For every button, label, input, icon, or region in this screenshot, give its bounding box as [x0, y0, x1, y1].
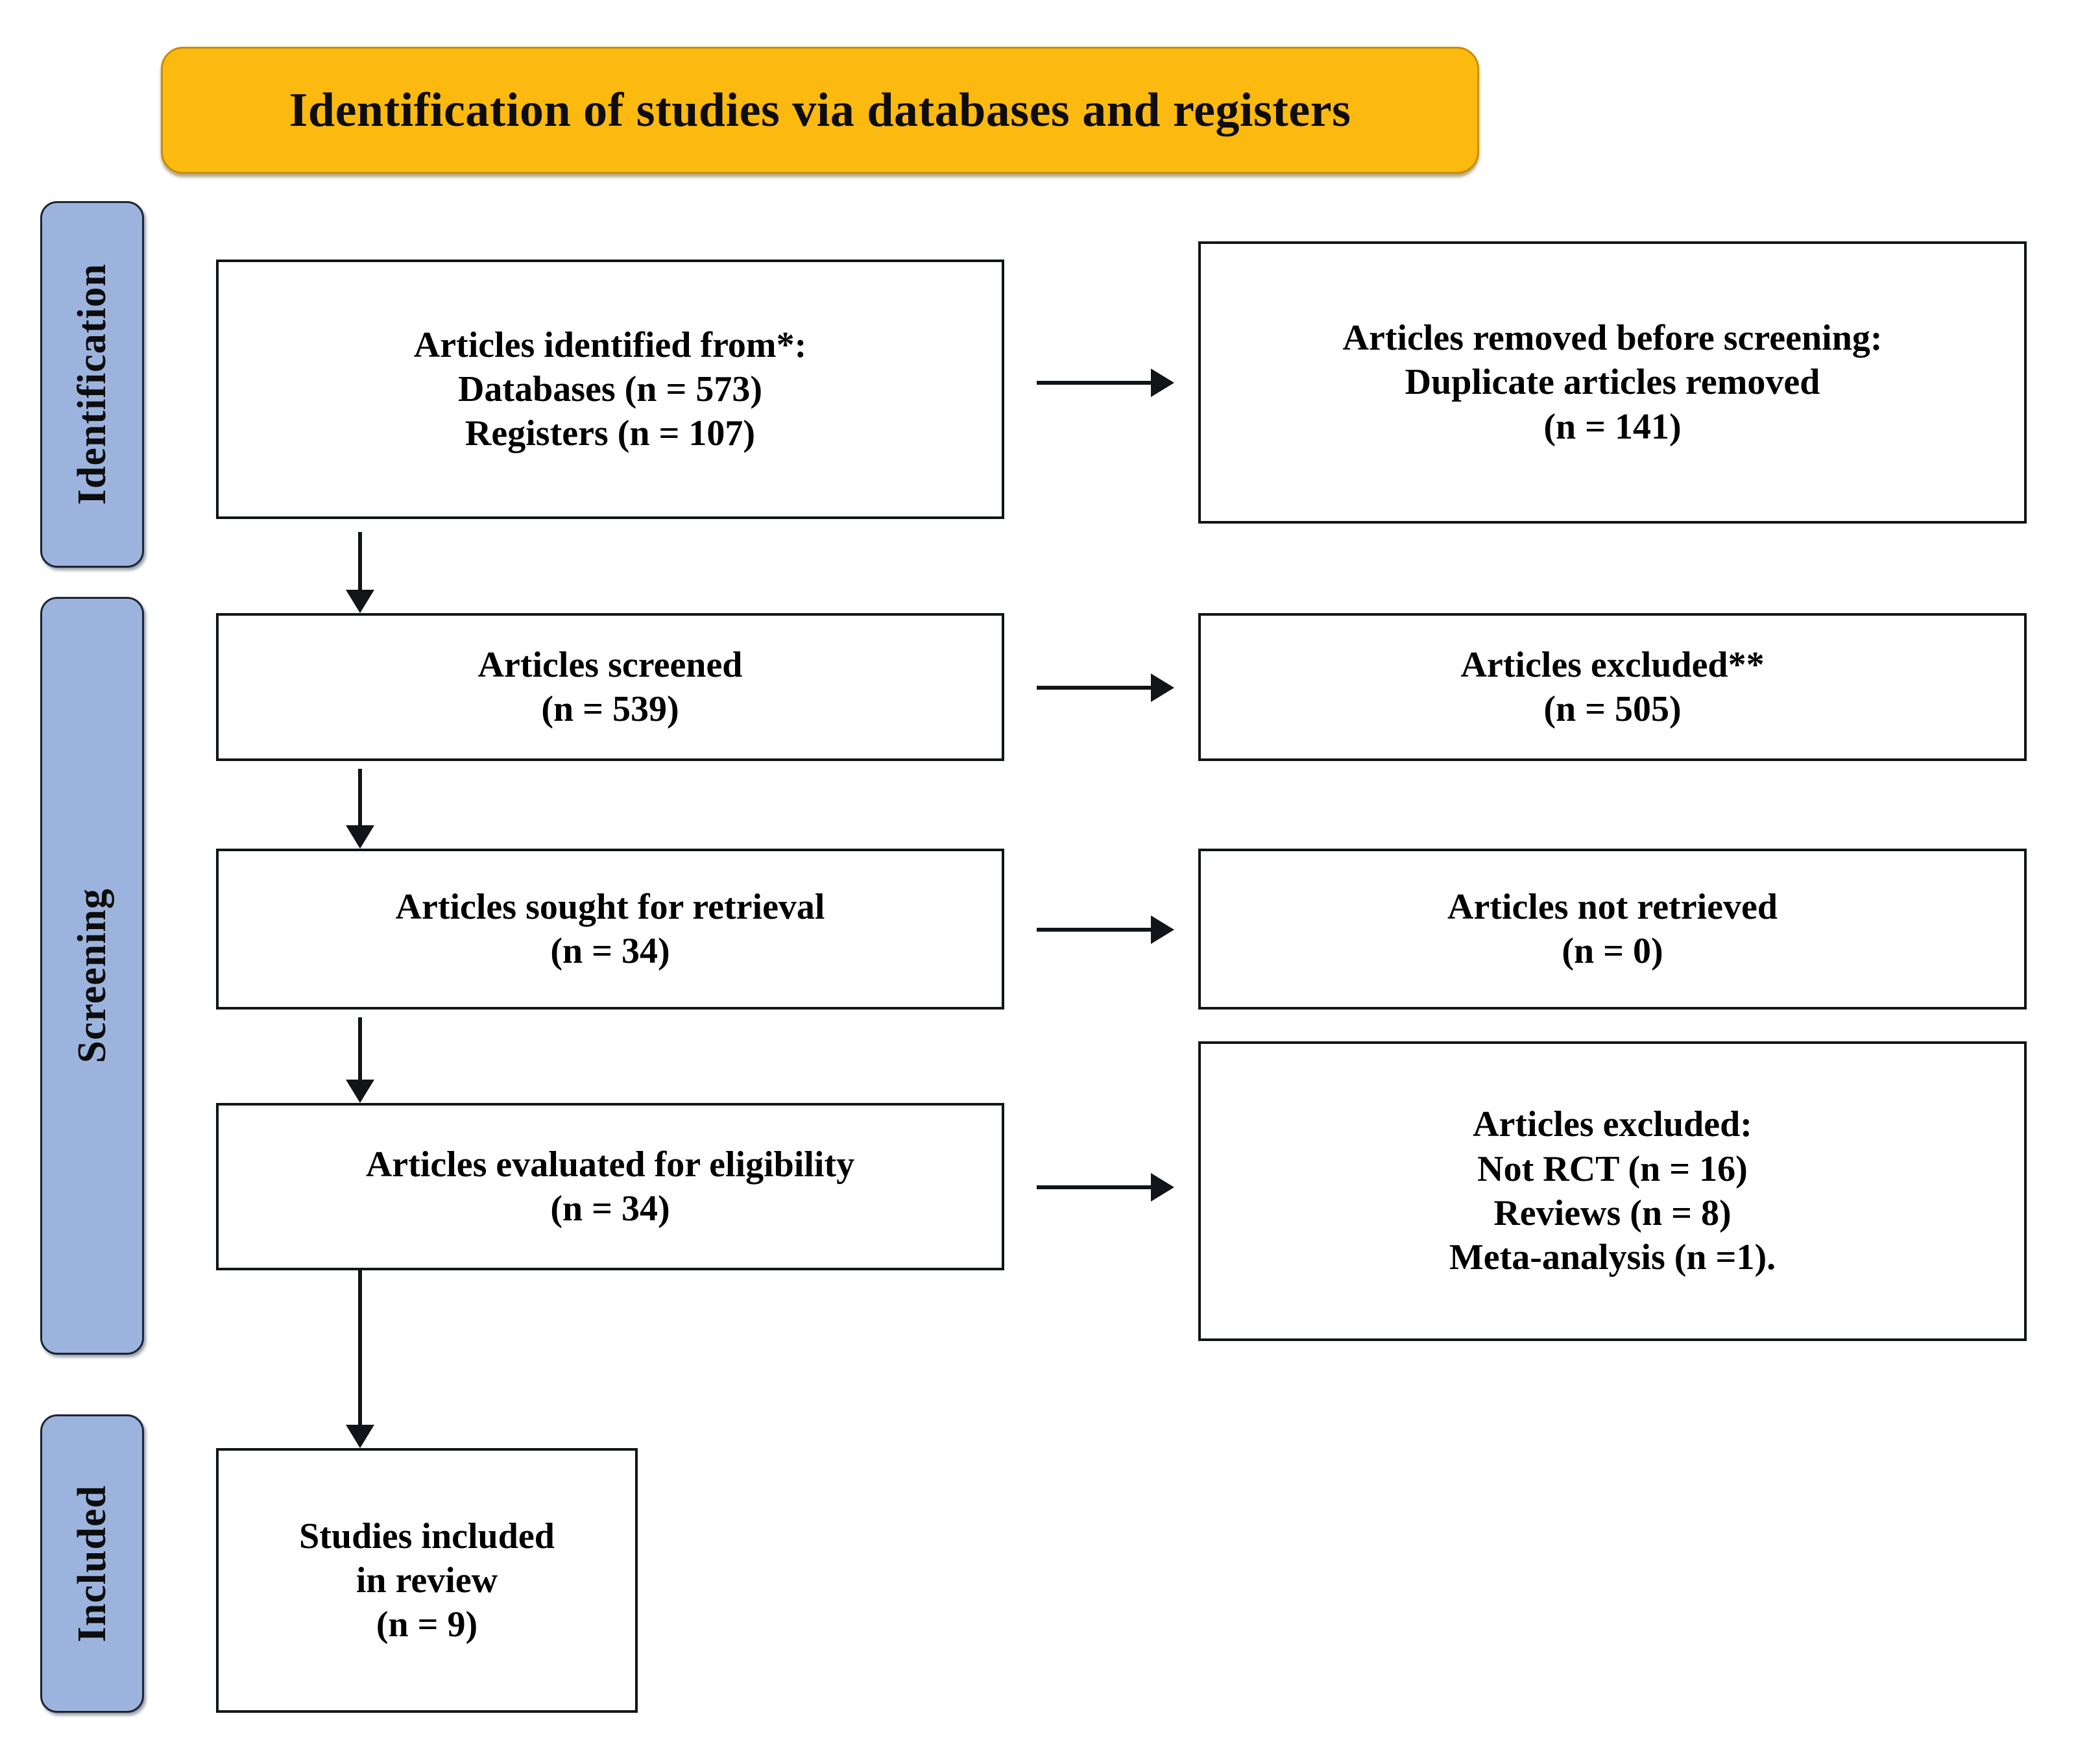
arrow-shaft [1037, 686, 1153, 690]
box-line: (n = 505) [1543, 689, 1682, 729]
stage-label-included: Included [40, 1414, 144, 1713]
arrow-right-sought-to-not-retrieved [1037, 907, 1174, 952]
box-line: Duplicate articles removed [1405, 362, 1820, 403]
box-articles-screened: Articles screened (n = 539) [216, 613, 1004, 761]
box-line: Articles evaluated for eligibility [365, 1144, 855, 1185]
diagram-title-banner: Identification of studies via databases … [161, 47, 1479, 174]
box-articles-not-retrieved: Articles not retrieved (n = 0) [1198, 849, 2027, 1010]
arrow-down-screened-to-sought [324, 769, 396, 849]
box-articles-sought-for-retrieval: Articles sought for retrieval (n = 34) [216, 849, 1004, 1010]
arrow-down-identified-to-screened [324, 532, 396, 613]
arrow-shaft [358, 1017, 362, 1080]
box-line: in review [356, 1560, 498, 1601]
box-line: Articles sought for retrieval [395, 886, 825, 927]
stage-label-identification: Identification [40, 201, 144, 568]
box-line-italic: before screening: [1616, 318, 1883, 359]
arrow-shaft [358, 532, 362, 590]
stage-label-screening-text: Screening [69, 888, 114, 1063]
arrow-shaft [1037, 1185, 1153, 1189]
arrow-down-sought-to-evaluated [324, 1017, 396, 1103]
arrow-shaft [1037, 381, 1153, 385]
box-articles-removed-before-screening: Articles removed before screening: Dupli… [1198, 241, 2027, 524]
stage-label-identification-text: Identification [69, 263, 114, 505]
box-line: (n = 0) [1562, 931, 1663, 971]
box-line: Articles excluded: [1473, 1104, 1752, 1145]
stage-label-included-text: Included [69, 1484, 114, 1643]
box-line: (n = 141) [1543, 406, 1682, 447]
arrow-shaft [358, 769, 362, 825]
arrow-head-down-icon [346, 1425, 374, 1448]
box-line: Databases (n = 573) [457, 369, 763, 409]
box-articles-identified: Articles identified from*: Databases (n … [216, 260, 1004, 519]
arrow-head-right-icon [1151, 369, 1174, 397]
box-line: Meta-analysis (n =1). [1449, 1237, 1776, 1278]
box-studies-included-in-review: Studies included in review (n = 9) [216, 1448, 638, 1713]
box-articles-excluded-screened: Articles excluded** (n = 505) [1198, 613, 2027, 761]
box-line: Studies included [299, 1516, 555, 1556]
box-line: (n = 539) [541, 689, 679, 729]
box-line: Reviews (n = 8) [1493, 1193, 1732, 1233]
arrow-head-right-icon [1151, 915, 1174, 944]
arrow-shaft [1037, 928, 1153, 932]
box-line-normal: Articles removed [1342, 318, 1617, 359]
arrow-head-right-icon [1151, 1173, 1174, 1202]
arrow-right-identified-to-removed [1037, 360, 1174, 405]
arrow-right-evaluated-to-excluded [1037, 1165, 1174, 1210]
arrow-head-right-icon [1151, 673, 1174, 702]
stage-label-screening: Screening [40, 597, 144, 1355]
arrow-head-down-icon [346, 825, 374, 849]
box-line: Articles not retrieved [1447, 886, 1778, 927]
box-line: (n = 34) [550, 1189, 670, 1229]
box-line: (n = 9) [376, 1604, 478, 1645]
box-line: Articles screened [477, 644, 743, 685]
arrow-head-down-icon [346, 1080, 374, 1103]
box-articles-excluded-eligibility: Articles excluded: Not RCT (n = 16) Revi… [1198, 1041, 2027, 1341]
arrow-head-down-icon [346, 590, 374, 613]
box-line: Articles excluded** [1460, 644, 1765, 685]
box-line: Articles removed before screening: [1343, 316, 1883, 360]
box-line: Articles identified from*: [413, 324, 807, 365]
box-articles-evaluated-for-eligibility: Articles evaluated for eligibility (n = … [216, 1103, 1004, 1270]
arrow-right-screened-to-excluded [1037, 665, 1174, 710]
box-line: Registers (n = 107) [465, 413, 756, 454]
box-line: Not RCT (n = 16) [1477, 1148, 1748, 1189]
arrow-shaft [358, 1270, 362, 1425]
arrow-down-evaluated-to-included [324, 1270, 396, 1448]
box-line: (n = 34) [550, 931, 670, 971]
diagram-title: Identification of studies via databases … [289, 83, 1351, 137]
